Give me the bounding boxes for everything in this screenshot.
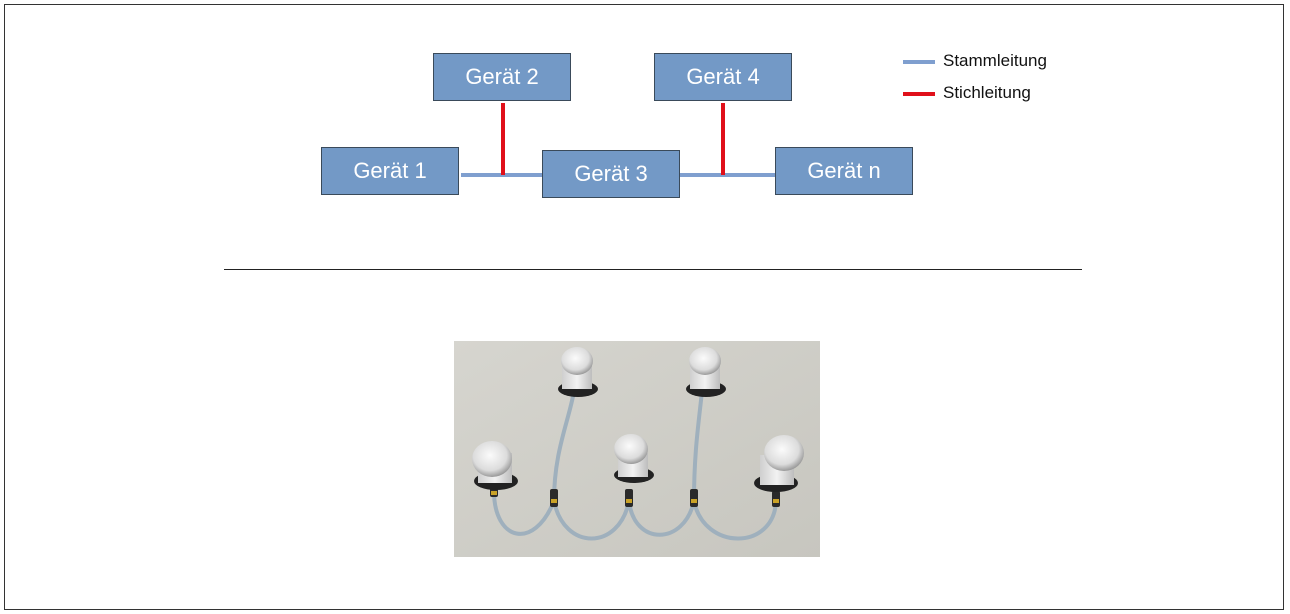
figure-frame: Gerät 2 Gerät 4 Gerät 1 Gerät 3 Gerät n … (4, 4, 1284, 610)
node-label: Gerät 1 (353, 158, 427, 183)
node-label: Gerät 4 (686, 64, 760, 89)
legend-trunk-swatch (903, 60, 935, 64)
node-geraet-3: Gerät 3 (542, 150, 680, 198)
node-geraet-n: Gerät n (775, 147, 913, 195)
stub-line-geraet-2 (501, 103, 505, 175)
node-geraet-2: Gerät 2 (433, 53, 571, 101)
legend-stub-swatch (903, 92, 935, 96)
trunk-line-3-n (677, 173, 781, 177)
node-label: Gerät 3 (574, 161, 648, 186)
node-label: Gerät 2 (465, 64, 539, 89)
legend-stub-label: Stichleitung (943, 83, 1031, 102)
legend-trunk-label: Stammleitung (943, 51, 1047, 70)
node-label: Gerät n (807, 158, 881, 183)
device-photo (454, 341, 820, 557)
stub-line-geraet-4 (721, 103, 725, 175)
node-geraet-1: Gerät 1 (321, 147, 459, 195)
divider-line (224, 269, 1082, 270)
trunk-line-1-3 (461, 173, 549, 177)
node-geraet-4: Gerät 4 (654, 53, 792, 101)
